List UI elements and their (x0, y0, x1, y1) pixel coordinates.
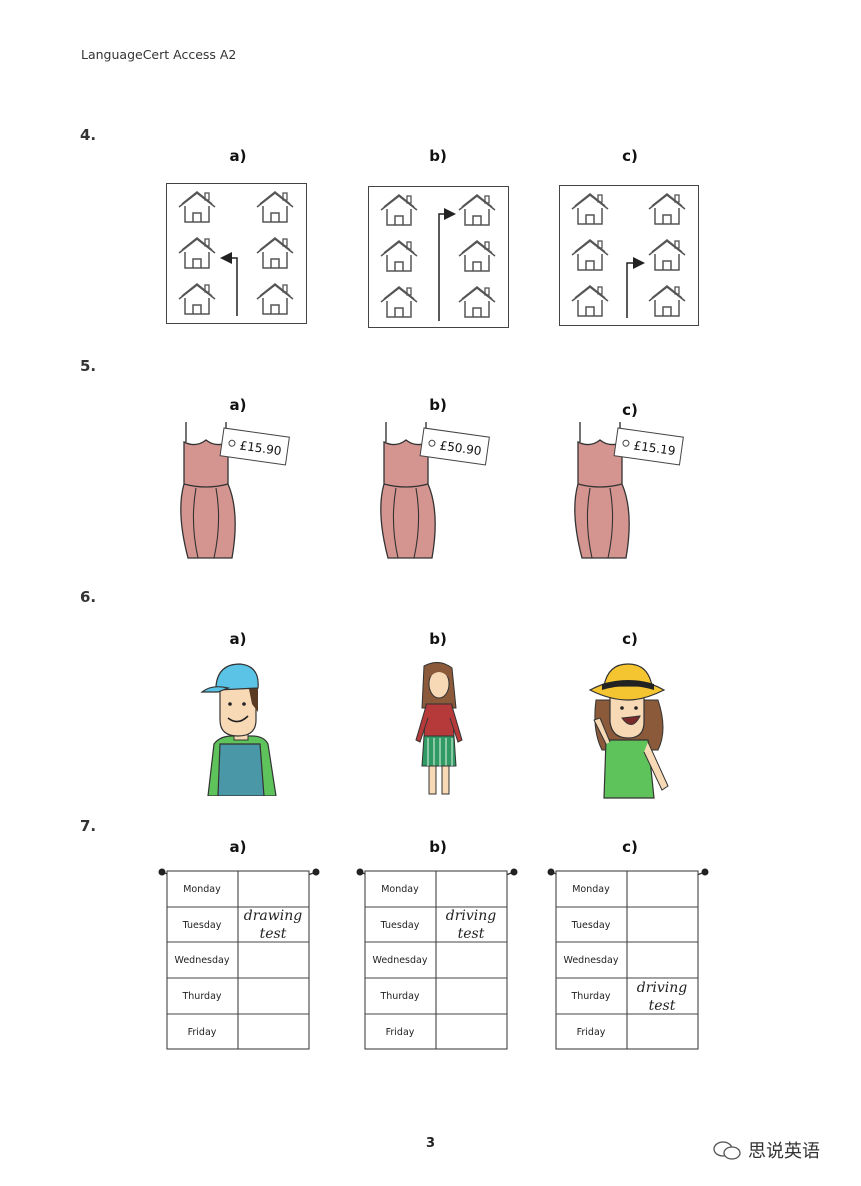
price-tag: £15.19 (613, 427, 684, 466)
price-tag: £15.90 (219, 427, 290, 466)
handwritten-note: test (260, 926, 287, 942)
q4-option-c-street-map[interactable] (559, 185, 699, 326)
handwritten-note: driving (446, 908, 497, 924)
q7-option-b-schedule[interactable]: Monday Tuesday Wednesday Thurday Friday … (352, 866, 522, 1050)
route-arrow (220, 252, 238, 316)
q6-option-a-boy-with-cap[interactable] (198, 660, 282, 797)
price-tag-text: £15.90 (239, 438, 283, 458)
house-icon (458, 194, 496, 226)
q6-option-b-label: b) (429, 630, 447, 648)
price-tag: £50.90 (419, 427, 490, 466)
question-number-5: 5. (80, 357, 97, 375)
day-label: Thurday (379, 991, 419, 1002)
price-tag-text: £15.19 (633, 438, 677, 458)
day-label: Tuesday (380, 920, 420, 931)
house-icon (256, 237, 294, 269)
day-label: Wednesday (174, 955, 229, 966)
route-arrow (626, 257, 645, 318)
house-icon (648, 285, 686, 317)
q7-option-c-label: c) (622, 838, 638, 856)
day-label: Thurday (570, 991, 610, 1002)
q6-option-b-girl[interactable] (412, 662, 466, 796)
question-number-6: 6. (80, 588, 97, 606)
house-icon (380, 194, 418, 226)
q5-option-c-label: c) (622, 401, 638, 419)
house-icon (256, 283, 294, 315)
price-tag-text: £50.90 (439, 438, 483, 458)
day-label: Friday (577, 1027, 606, 1038)
q7-option-c-schedule[interactable]: Monday Tuesday Wednesday Thurday Friday … (543, 866, 713, 1050)
house-icon (178, 237, 216, 269)
house-icon (571, 239, 609, 271)
house-icon (458, 240, 496, 272)
day-label: Thurday (181, 991, 221, 1002)
house-icon (571, 285, 609, 317)
page-number: 3 (425, 1136, 436, 1151)
q4-option-a-label: a) (229, 147, 247, 165)
q5-option-b-dress[interactable]: £50.90 (376, 421, 496, 562)
house-icon (648, 193, 686, 225)
wechat-icon (713, 1141, 741, 1160)
q5-option-c-dress[interactable]: £15.19 (570, 421, 690, 562)
handwritten-note: test (458, 926, 485, 942)
q6-option-c-woman-with-hat[interactable] (588, 660, 672, 800)
document-header: LanguageCert Access A2 (81, 47, 237, 62)
house-icon (458, 286, 496, 318)
day-label: Wednesday (563, 955, 618, 966)
q6-option-a-label: a) (229, 630, 247, 648)
house-icon (380, 240, 418, 272)
house-icon (648, 239, 686, 271)
house-icon (571, 193, 609, 225)
day-label: Tuesday (182, 920, 222, 931)
handwritten-note: test (649, 998, 676, 1014)
house-icon (178, 191, 216, 223)
handwritten-note: driving (637, 980, 688, 996)
q6-option-c-label: c) (622, 630, 638, 648)
q5-option-a-label: a) (229, 396, 247, 414)
question-number-4: 4. (80, 126, 97, 144)
house-icon (380, 286, 418, 318)
q5-option-a-dress[interactable]: £15.90 (176, 421, 296, 562)
house-icon (256, 191, 294, 223)
day-label: Monday (381, 884, 419, 895)
watermark-text: 思说英语 (748, 1141, 820, 1162)
q4-option-a-street-map[interactable] (166, 183, 307, 324)
route-arrow (438, 208, 456, 321)
day-label: Friday (188, 1027, 217, 1038)
day-label: Monday (572, 884, 610, 895)
q7-option-a-label: a) (229, 838, 247, 856)
q4-option-c-label: c) (622, 147, 638, 165)
handwritten-note: drawing (244, 908, 302, 924)
watermark: 思说英语 (712, 1137, 820, 1163)
q5-option-b-label: b) (429, 396, 447, 414)
q4-option-b-street-map[interactable] (368, 186, 509, 328)
q7-option-a-schedule[interactable]: Monday Tuesday Wednesday Thurday Friday … (154, 866, 324, 1050)
question-number-7: 7. (80, 817, 97, 835)
day-label: Monday (183, 884, 221, 895)
day-label: Friday (386, 1027, 415, 1038)
q7-option-b-label: b) (429, 838, 447, 856)
day-label: Tuesday (571, 920, 611, 931)
q4-option-b-label: b) (429, 147, 447, 165)
house-icon (178, 283, 216, 315)
day-label: Wednesday (372, 955, 427, 966)
